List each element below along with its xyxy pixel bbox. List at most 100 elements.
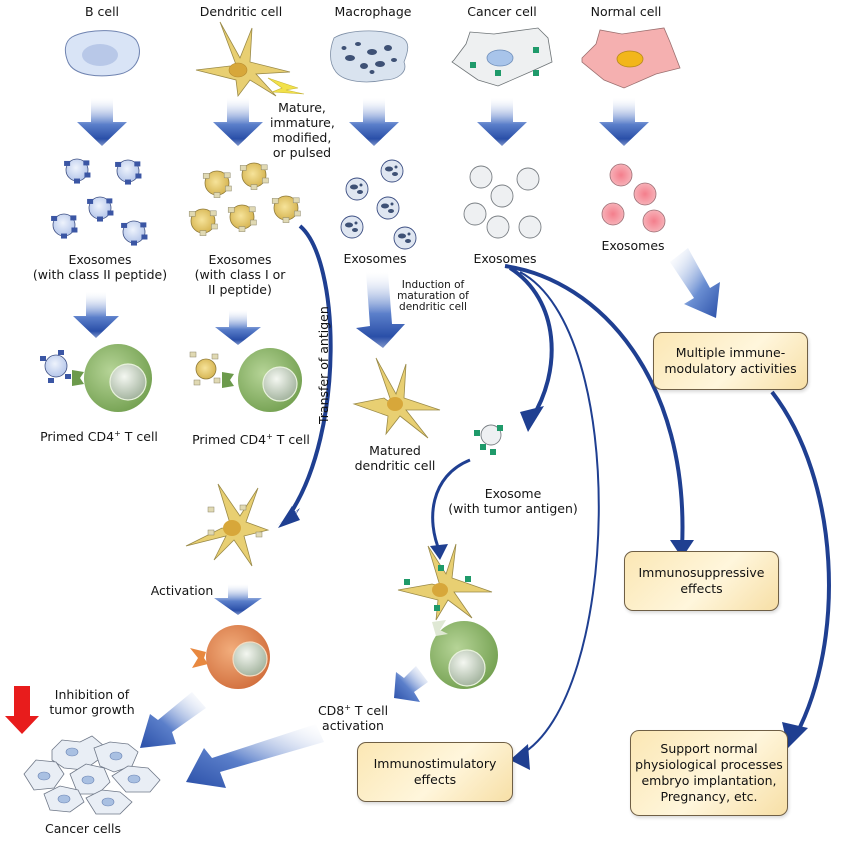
macrophage-icon <box>330 30 409 83</box>
suffix: T cell <box>272 432 310 448</box>
box-line: effects <box>413 772 457 787</box>
label-cancer-cells: Cancer cells <box>44 821 121 836</box>
surface-protein <box>121 222 128 228</box>
surface-protein <box>223 172 231 179</box>
label-matured-dc: Matured dendritic cell <box>350 443 440 473</box>
surface-protein <box>248 206 256 213</box>
matured-line: Matured <box>369 443 421 458</box>
exosome-with-tumor-antigen-icon <box>474 424 503 455</box>
label-normal-exosomes: Exosomes <box>601 238 665 253</box>
surface-protein <box>213 192 221 198</box>
dendritic-cell-with-antigen-icon <box>185 483 270 567</box>
exo-line: Exosomes <box>68 252 132 267</box>
surface-protein <box>271 198 279 204</box>
arrowhead-transfer <box>278 506 300 528</box>
exo-line: Exosomes <box>208 252 272 267</box>
box-line: Immunostimulatory <box>373 756 497 771</box>
label-normal-cell: Normal cell <box>590 4 662 19</box>
surface-protein <box>202 173 210 179</box>
surface-protein <box>209 210 217 217</box>
curve-tumor-exosome-to-dc <box>430 458 471 560</box>
dc-state-line: or pulsed <box>272 145 332 160</box>
dendritic-cell-icon <box>195 21 305 98</box>
lightning-icon <box>267 77 305 95</box>
surface-protein <box>262 177 269 184</box>
surface-protein <box>250 184 258 190</box>
surface-protein <box>199 230 207 236</box>
surface-protein <box>134 161 141 167</box>
b-cell-exosomes <box>51 158 148 246</box>
surface-protein <box>74 178 80 184</box>
box-line: physiological processes <box>635 757 783 772</box>
label-b-cell: B cell <box>84 4 120 19</box>
arrow-cd8-to-cancer <box>186 724 324 788</box>
exo-tumor-line: (with tumor antigen) <box>448 501 578 516</box>
primed-cd4-t-cell-dc <box>189 348 302 412</box>
box-multiple-immune-modulatory: Multiple immune-modulatory activities <box>653 332 808 390</box>
surface-protein <box>106 198 113 204</box>
cd8-line2: activation <box>322 718 384 734</box>
dc-exosome <box>202 170 232 198</box>
induction-line: maturation of <box>397 290 469 302</box>
b-exosome <box>51 213 78 239</box>
surface-protein <box>211 223 218 230</box>
curve-cancer-exo-to-tumor-exosome <box>508 266 554 432</box>
macrophage-exosome <box>340 215 364 239</box>
arrow-b-exo-to-tcell <box>73 292 119 338</box>
surface-protein <box>125 179 131 185</box>
curve-cancer-exo-to-immunosuppressive <box>504 264 694 558</box>
box-line: modulatory activities <box>664 361 797 376</box>
exo-tumor-line: Exosome <box>484 486 542 501</box>
cancer-exosomes <box>463 165 542 239</box>
surface-protein <box>140 222 147 228</box>
surface-protein <box>292 197 300 204</box>
dc-exosomes <box>188 162 301 236</box>
box-line: Multiple immune- <box>675 345 786 360</box>
surface-protein <box>71 227 78 233</box>
inhibition-line: tumor growth <box>49 702 135 717</box>
primed-cd4-t-cell-b <box>40 344 152 412</box>
arrow-macrophage-to-exosomes <box>349 98 399 146</box>
arrow-activated-t-to-cancer <box>140 692 206 748</box>
surface-protein <box>87 198 94 204</box>
box-line: Support normal <box>660 741 758 756</box>
box-line: Pregnancy, etc. <box>660 789 758 804</box>
surface-protein <box>282 217 290 223</box>
sup: + <box>344 703 351 712</box>
label-induction: Induction of maturation of dendritic cel… <box>396 280 470 313</box>
surface-protein <box>135 173 142 179</box>
dc-state-line: immature, <box>270 115 335 130</box>
arrow-cd8-tcell-to-label <box>394 666 428 702</box>
b-exosome <box>121 220 148 246</box>
exo-line: II peptide) <box>208 282 272 297</box>
primed-text: Primed CD4 <box>40 429 115 445</box>
dc-exosome <box>239 162 269 190</box>
matured-line: dendritic cell <box>354 458 436 473</box>
label-primed-cd4-dc: Primed CD4+ T cell <box>192 429 310 447</box>
label-macrophage-exosomes: Exosomes <box>343 251 407 266</box>
surface-protein <box>97 216 103 222</box>
inhibition-line: Inhibition of <box>54 687 130 702</box>
dc-exosome <box>271 195 301 223</box>
macrophage-exosome <box>380 159 404 183</box>
label-cancer-cell: Cancer cell <box>467 4 537 19</box>
b-exosome <box>87 196 114 222</box>
cd8-prefix: CD8 <box>317 703 345 719</box>
arrow-cancer-to-exosomes <box>477 98 527 146</box>
label-transfer-of-antigen: Transfer of antigen <box>316 306 331 424</box>
curve-cancer-exo-to-immunostimulatory <box>510 271 600 770</box>
macrophage-exosomes <box>340 159 417 250</box>
surface-protein <box>61 233 67 239</box>
b-exosome <box>64 158 91 184</box>
dc-exosome <box>188 208 218 236</box>
surface-protein <box>115 161 122 167</box>
suffix: T cell <box>120 429 158 445</box>
inhibition-red-arrow-icon <box>5 686 39 734</box>
arrow-normal-to-exosomes <box>599 98 649 146</box>
surface-protein <box>83 160 90 166</box>
b-exosome <box>115 159 142 185</box>
normal-exosomes <box>601 163 666 233</box>
label-dc-exosomes: Exosomes (with class I or II peptide) <box>185 252 295 297</box>
